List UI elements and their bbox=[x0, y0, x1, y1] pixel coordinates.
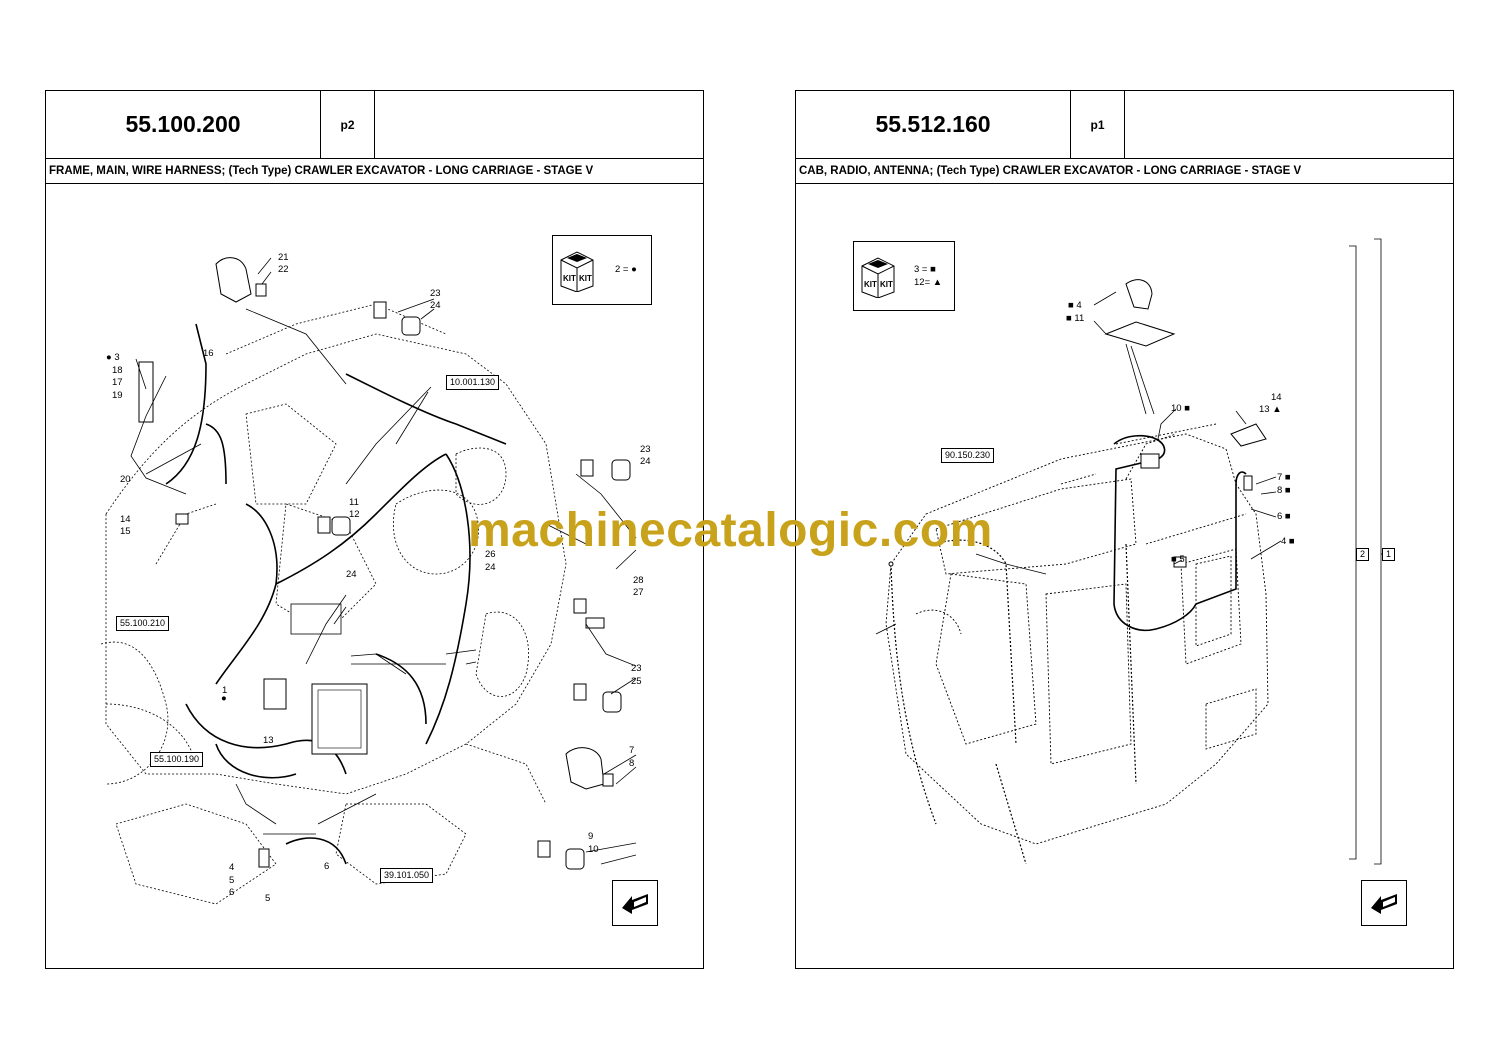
ref-10-001-130[interactable]: 10.001.130 bbox=[446, 375, 500, 390]
watermark-text: machinecatalogic.com bbox=[468, 504, 993, 557]
callout-6-b: 6 bbox=[324, 861, 329, 872]
callout-16: 16 bbox=[203, 348, 214, 359]
cab-outline bbox=[885, 423, 1269, 845]
part-illustrations bbox=[138, 257, 631, 870]
callout-5: 5 bbox=[229, 875, 234, 886]
section-code: 55.100.200 bbox=[46, 91, 321, 159]
callout-28: 28 bbox=[633, 575, 644, 586]
callout-19: 19 bbox=[112, 390, 123, 401]
prev-page-button[interactable] bbox=[612, 880, 658, 926]
callout-3: ● 3 bbox=[106, 352, 120, 363]
callout-17: 17 bbox=[112, 377, 123, 388]
panel-title: CAB, RADIO, ANTENNA; (Tech Type) CRAWLER… bbox=[796, 158, 1453, 184]
callout-labels: 21 22 23 24 ● 3 16 18 17 19 20 14 15 11 … bbox=[106, 252, 651, 904]
prev-page-button[interactable] bbox=[1361, 880, 1407, 926]
kit-box-icon: KIT KIT bbox=[560, 251, 594, 292]
callout-25: 25 bbox=[631, 676, 642, 687]
callout-13: 13 ▲ bbox=[1259, 404, 1282, 415]
ref-55-100-190[interactable]: 55.100.190 bbox=[150, 752, 204, 767]
ecu-module bbox=[263, 603, 368, 755]
arrow-down-left-icon bbox=[622, 894, 648, 914]
page-number: p2 bbox=[321, 91, 375, 159]
panel-header: 55.512.160 p1 bbox=[796, 91, 1125, 159]
callout-23: 23 bbox=[430, 288, 441, 299]
ref-90-150-230[interactable]: 90.150.230 bbox=[941, 448, 995, 463]
callout-dot: ● bbox=[221, 693, 227, 704]
panel-header: 55.100.200 p2 bbox=[46, 91, 375, 159]
page-number: p1 bbox=[1071, 91, 1125, 159]
kit-icon-label-2: KIT bbox=[579, 274, 592, 283]
leader-lines bbox=[875, 291, 1282, 635]
callout-13: 13 bbox=[263, 735, 274, 746]
callout-24: 24 bbox=[430, 300, 441, 311]
callout-14: 14 bbox=[1271, 392, 1282, 403]
frame-outline bbox=[100, 303, 567, 905]
cab-frame bbox=[890, 539, 1137, 865]
callout-10: 10 ■ bbox=[1171, 403, 1190, 414]
assembly-ref-2[interactable]: 2 bbox=[1356, 548, 1370, 561]
callout-6: 6 bbox=[229, 887, 234, 898]
callout-22: 22 bbox=[278, 264, 289, 275]
callout-27: 27 bbox=[633, 587, 644, 598]
callout-23-c: 23 bbox=[631, 663, 642, 674]
kit-legend: KIT KIT 2 = ● bbox=[552, 235, 652, 305]
callout-5-b: 5 bbox=[265, 893, 270, 904]
callout-21: 21 bbox=[278, 252, 289, 263]
kit-icon-label: KIT bbox=[563, 274, 576, 283]
callout-7: 7 bbox=[629, 745, 634, 756]
arrow-down-left-icon bbox=[1371, 894, 1397, 914]
callout-6: 6 ■ bbox=[1277, 511, 1291, 522]
diagram-panel-left: 55.100.200 p2 FRAME, MAIN, WIRE HARNESS;… bbox=[45, 90, 704, 969]
cab-drawing: ■ 4 ■ 11 10 ■ 14 13 ▲ 7 ■ 8 ■ 6 ■ 4 ■ ■ … bbox=[875, 238, 1385, 865]
callout-24-b: 24 bbox=[640, 456, 651, 467]
callout-24-c: 24 bbox=[485, 562, 496, 573]
section-code: 55.512.160 bbox=[796, 91, 1071, 159]
kit-icon-label: KIT bbox=[864, 280, 877, 289]
callout-5: ■ 5 bbox=[1171, 554, 1185, 565]
antenna-parts bbox=[888, 279, 1267, 568]
callout-14: 14 bbox=[120, 514, 131, 525]
callout-4: ■ 4 bbox=[1068, 300, 1082, 311]
ref-39-101-050[interactable]: 39.101.050 bbox=[380, 868, 434, 883]
callout-4: 4 bbox=[229, 862, 234, 873]
antenna-cable bbox=[1113, 434, 1247, 631]
panel-title: FRAME, MAIN, WIRE HARNESS; (Tech Type) C… bbox=[46, 158, 703, 184]
callout-23-b: 23 bbox=[640, 444, 651, 455]
callout-9: 9 bbox=[588, 831, 593, 842]
callout-1: 1 bbox=[222, 685, 227, 696]
kit-legend: KIT KIT 3 = ■ 12= ▲ bbox=[853, 241, 955, 311]
harness-drawing: 21 22 23 24 ● 3 16 18 17 19 20 14 15 11 … bbox=[100, 252, 651, 905]
callout-15: 15 bbox=[120, 526, 131, 537]
callout-labels: ■ 4 ■ 11 10 ■ 14 13 ▲ 7 ■ 8 ■ 6 ■ 4 ■ ■ … bbox=[1066, 300, 1295, 565]
callout-4-b: 4 ■ bbox=[1281, 536, 1295, 547]
kit-legend-text-2: 12= ▲ bbox=[914, 277, 943, 288]
callout-8: 8 bbox=[629, 758, 634, 769]
kit-legend-text: 2 = ● bbox=[615, 264, 637, 275]
callout-7: 7 ■ bbox=[1277, 472, 1291, 483]
diagram-panel-right: 55.512.160 p1 CAB, RADIO, ANTENNA; (Tech… bbox=[795, 90, 1454, 969]
assembly-ref-1[interactable]: 1 bbox=[1382, 548, 1396, 561]
callout-11: 11 bbox=[349, 497, 359, 508]
callout-26: 26 bbox=[485, 549, 496, 560]
callout-12: 12 bbox=[349, 509, 360, 520]
callout-18: 18 bbox=[112, 365, 123, 376]
wire-harness bbox=[165, 323, 507, 865]
callout-20: 20 bbox=[120, 474, 131, 485]
callout-24-d: 24 bbox=[346, 569, 357, 580]
kit-icon-label-2: KIT bbox=[880, 280, 893, 289]
callout-11: ■ 11 bbox=[1066, 313, 1084, 324]
ref-55-100-210[interactable]: 55.100.210 bbox=[116, 616, 170, 631]
callout-8: 8 ■ bbox=[1277, 485, 1291, 496]
kit-box-icon: KIT KIT bbox=[861, 257, 895, 298]
callout-10: 10 bbox=[588, 844, 599, 855]
kit-legend-text-1: 3 = ■ bbox=[914, 264, 936, 275]
leader-lines bbox=[130, 257, 637, 865]
